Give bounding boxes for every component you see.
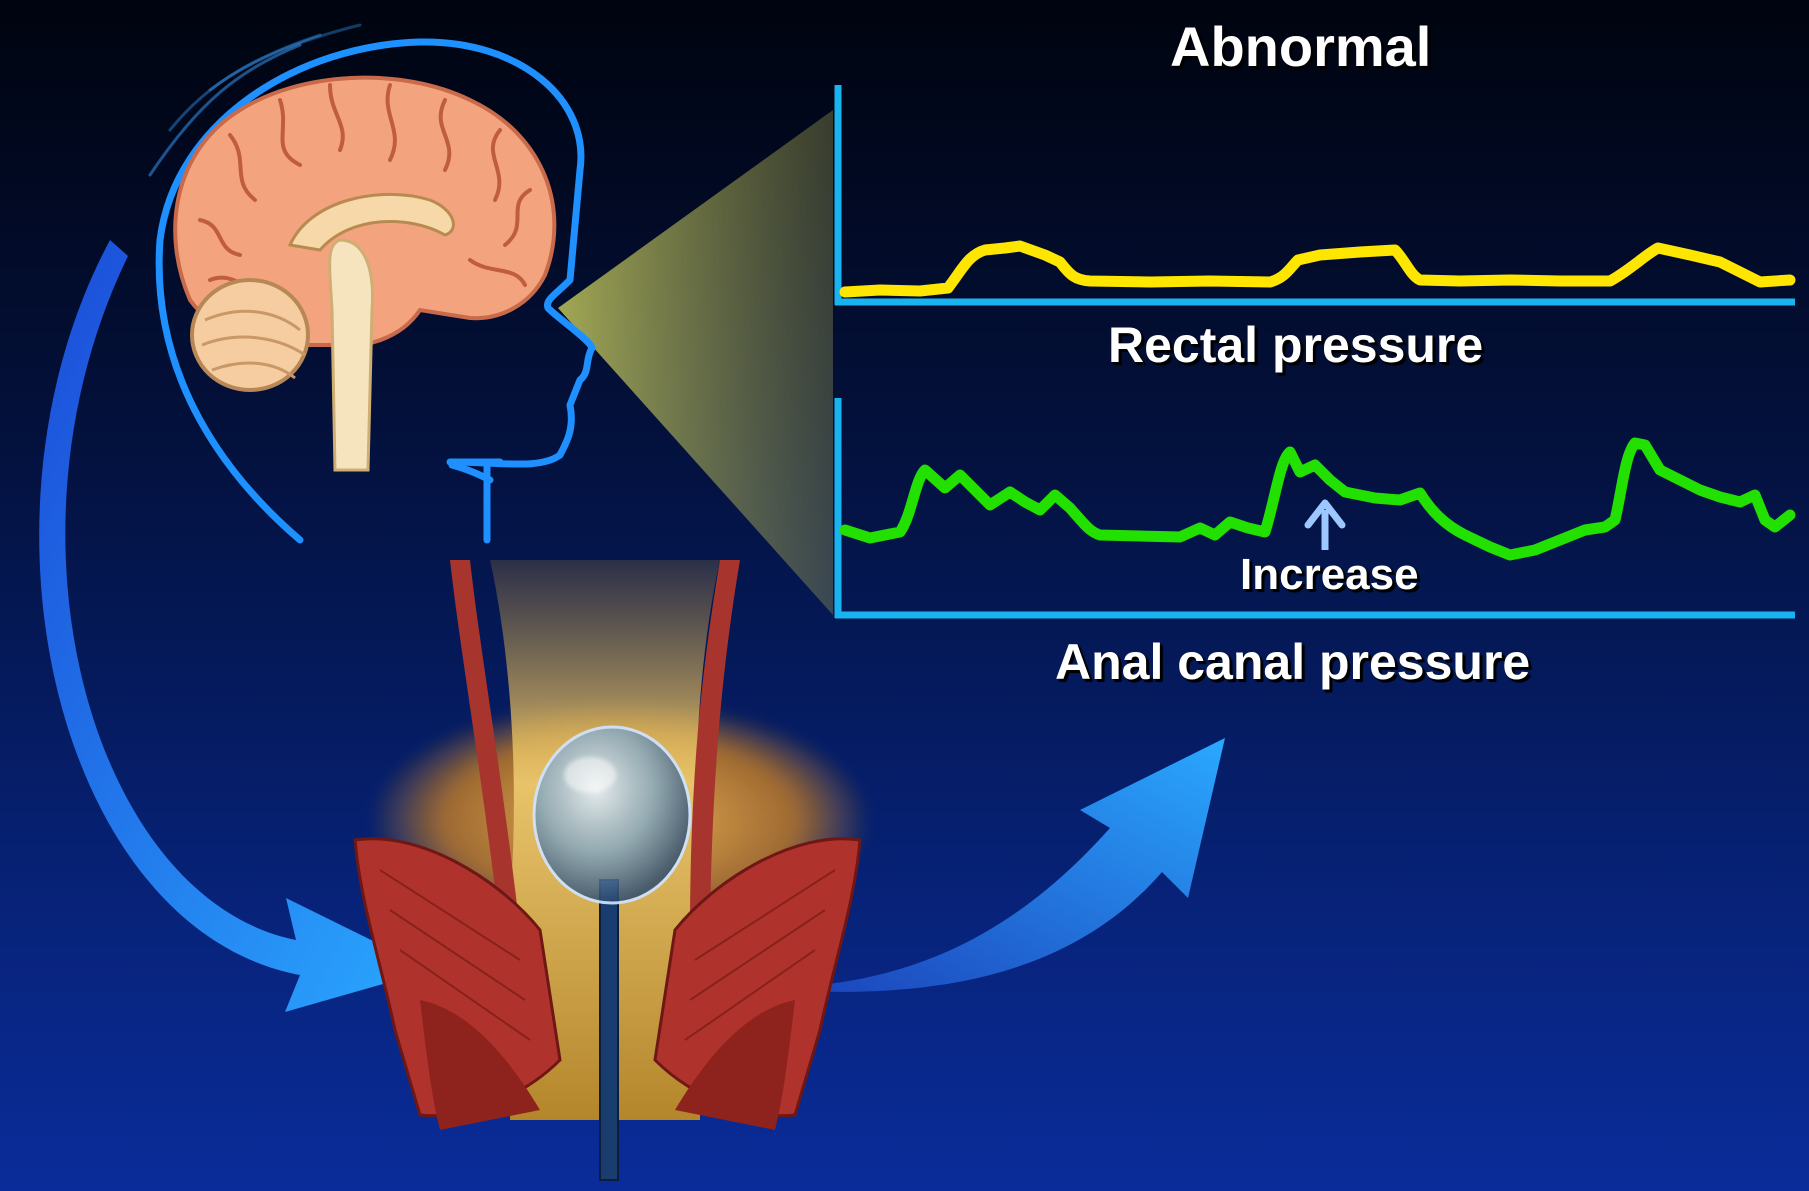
anal-canal-pressure-label: Anal canal pressure: [1055, 633, 1530, 691]
rectal-pressure-label: Rectal pressure: [1108, 316, 1483, 374]
rectal-pressure-trace: [845, 246, 1790, 292]
projection-cone: [558, 110, 833, 615]
brain-illustration: [175, 78, 554, 470]
anal-pressure-trace: [845, 443, 1790, 555]
up-arrow-icon: [1308, 503, 1342, 550]
increase-annotation: Increase: [1240, 550, 1419, 600]
brainstem: [330, 240, 373, 470]
rectal-balloon: [534, 727, 690, 903]
diagram-title: Abnormal: [1170, 14, 1431, 79]
